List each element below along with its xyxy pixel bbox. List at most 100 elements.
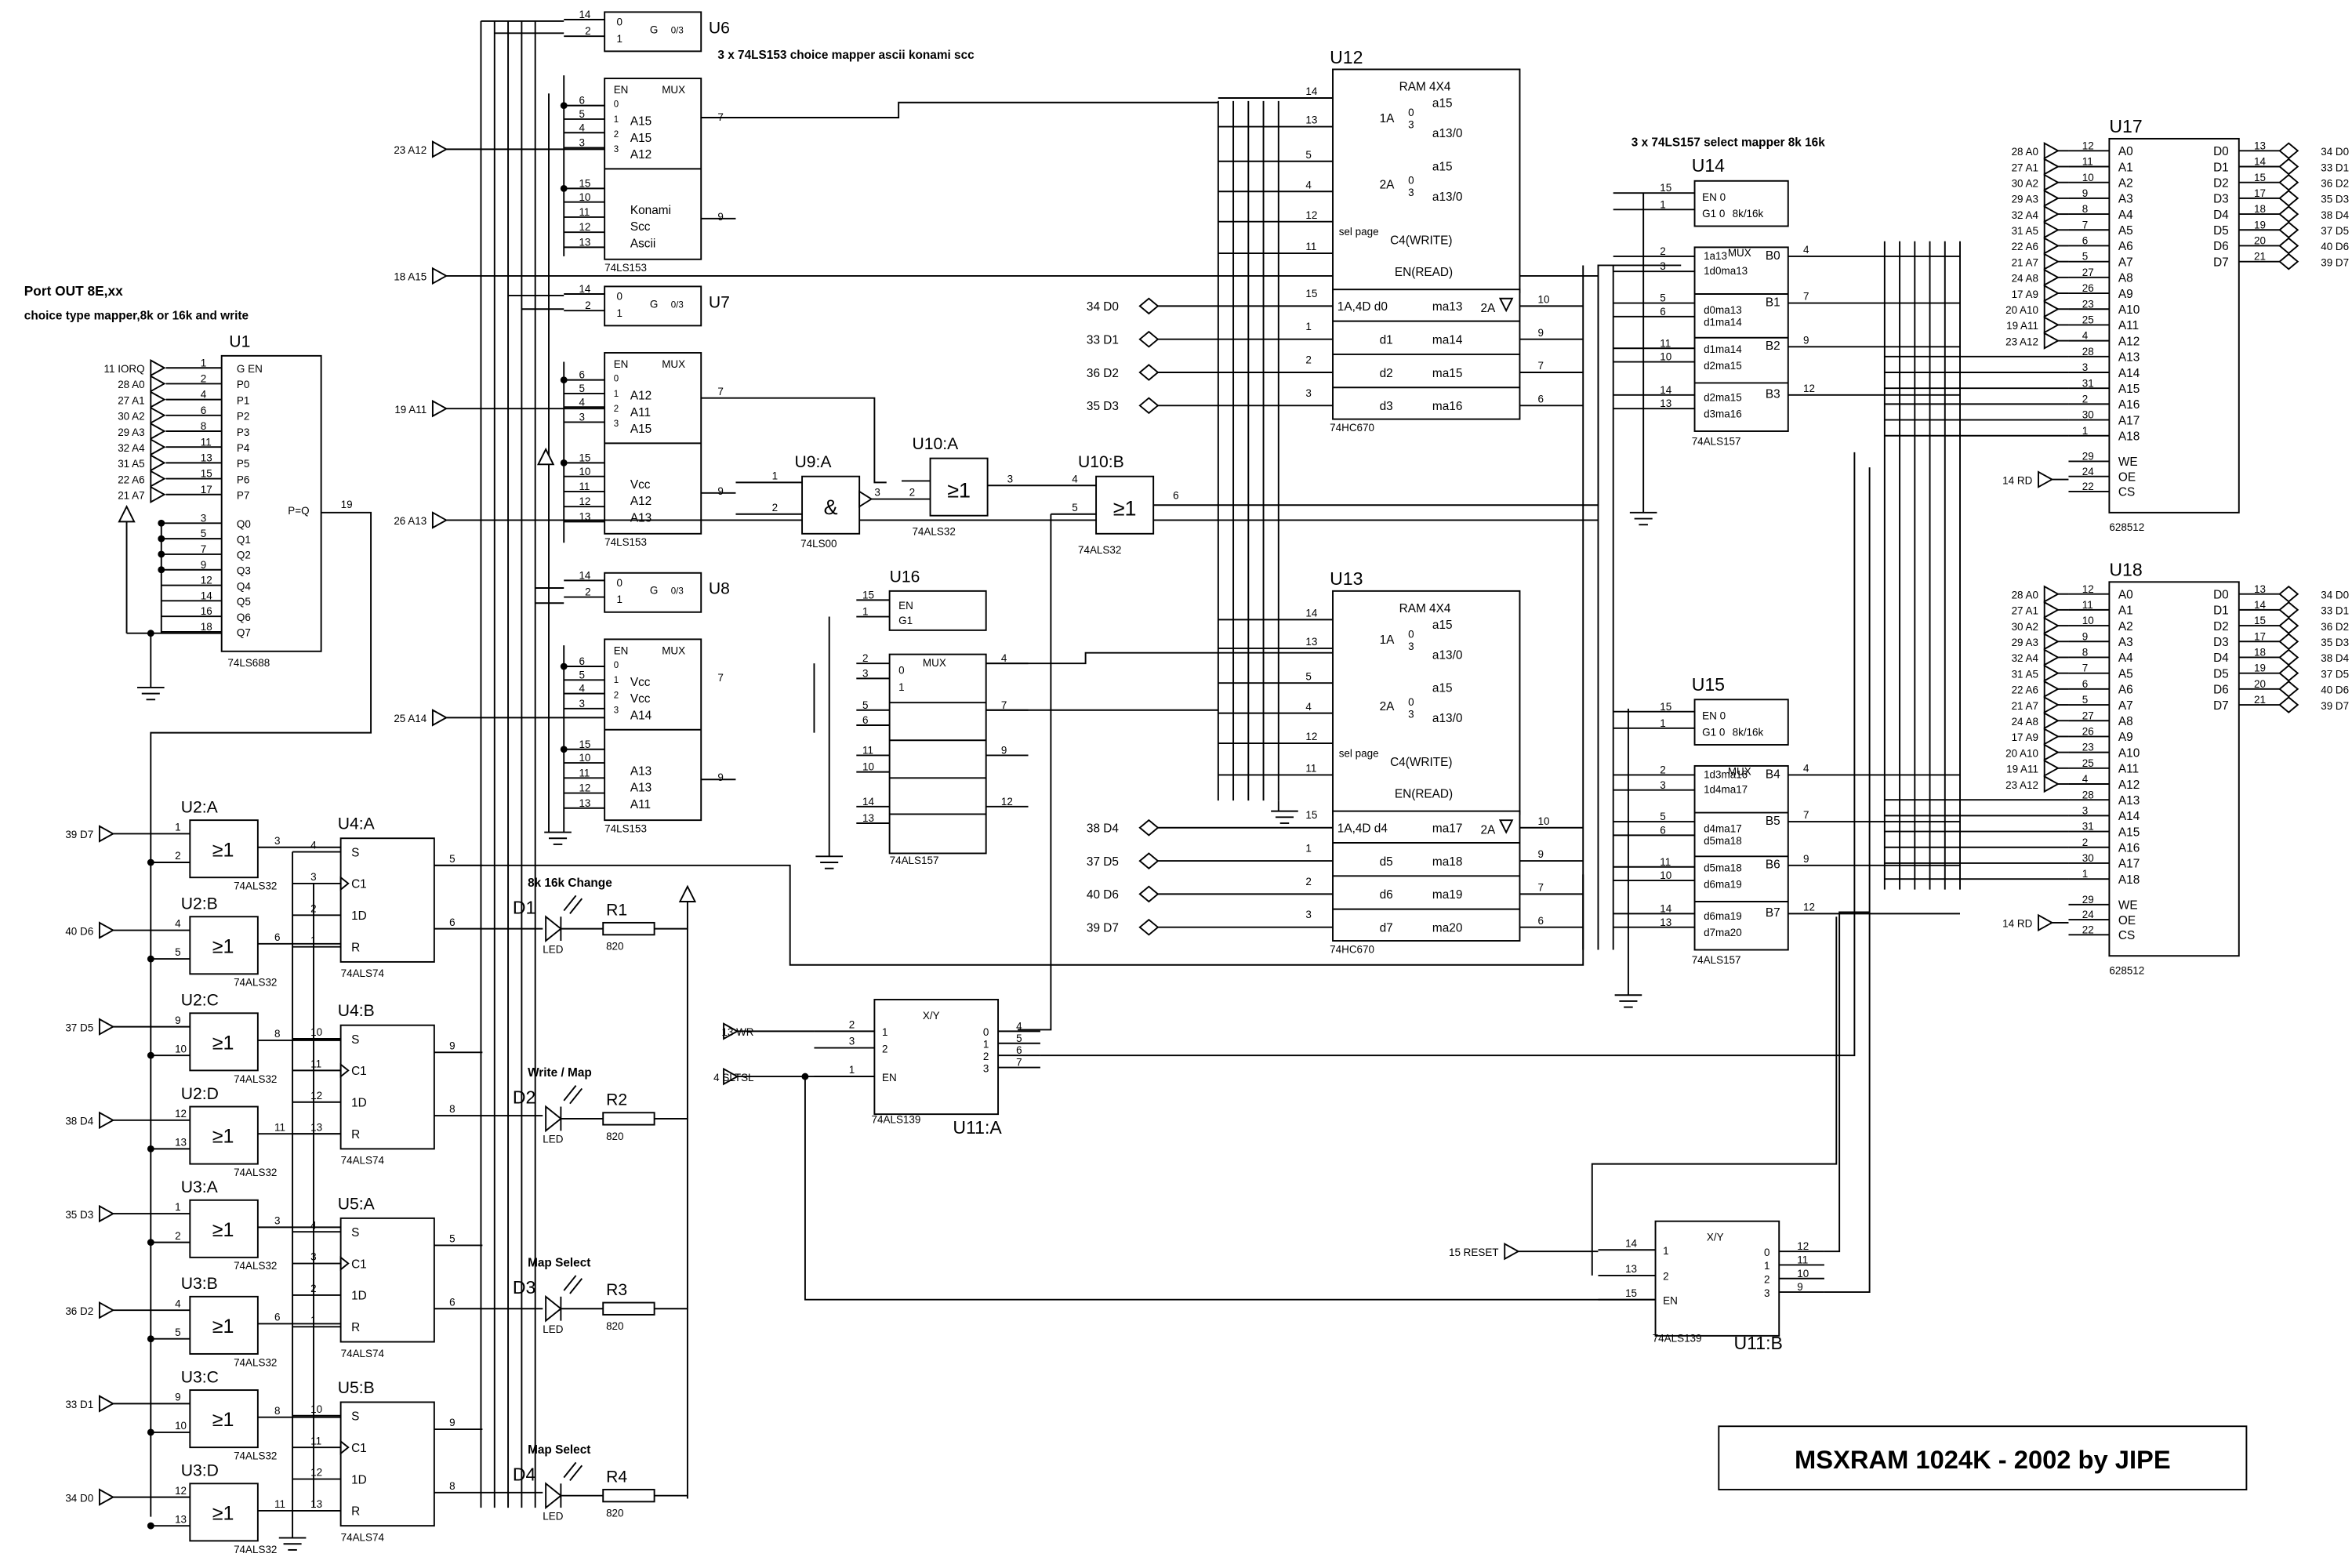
or-ref: U3:A <box>181 1178 219 1196</box>
sram-bus-label: 36 D2 <box>2321 177 2349 189</box>
pin-number: 13 <box>1660 397 1671 409</box>
pin-label: ma18 <box>1432 855 1462 869</box>
or-input-arrow <box>98 1204 115 1223</box>
u1-input-arrow <box>150 390 166 408</box>
junction-dot <box>147 1428 154 1436</box>
pin-number: 8 <box>201 420 206 432</box>
sram-addr-arrow <box>2043 284 2060 303</box>
sram-addr-label: 20 A10 <box>2005 304 2038 316</box>
led-arrow <box>569 1465 583 1482</box>
pin-label: A8 <box>2118 272 2133 285</box>
pin-number: 15 <box>579 177 590 189</box>
pin-number: 2 <box>585 586 590 598</box>
mux-input-arrow <box>431 399 448 418</box>
sram-ref-u17: U17 <box>2109 116 2142 136</box>
or-gate-body <box>189 916 259 975</box>
pin-number: 12 <box>579 221 590 233</box>
pin-number: 5 <box>201 528 206 539</box>
pin-label: 1 <box>614 390 619 399</box>
resistor-body <box>602 1112 655 1126</box>
pin-number: 9 <box>1803 334 1809 346</box>
data-bus-arrow <box>1138 397 1160 415</box>
sel-en-box <box>1693 699 1789 746</box>
sram-part: 628512 <box>2109 521 2144 533</box>
decoder-part: 74ALS139 <box>872 1114 921 1126</box>
pin-number: 9 <box>2082 630 2088 642</box>
ram-part: 74HC670 <box>1330 943 1374 955</box>
sel-part: 74ALS157 <box>1692 954 1741 966</box>
pin-number: 14 <box>1660 384 1671 396</box>
junction-dot <box>147 1145 154 1152</box>
sram-bus-label: 38 D4 <box>2321 652 2349 664</box>
pin-label: MUX <box>1728 765 1751 777</box>
pin-label: C4(WRITE) <box>1390 234 1452 248</box>
pin-label: EN <box>614 645 629 657</box>
pin-number: 13 <box>579 797 590 809</box>
sram-addr-label: 27 A1 <box>2012 162 2038 173</box>
pin-label: A12 <box>2118 779 2140 792</box>
ram-data-input: 34 D0 <box>1087 300 1119 314</box>
pin-label: sel page <box>1339 226 1379 238</box>
u9a-symbol: & <box>824 495 838 519</box>
sram-bus-label: 39 D7 <box>2321 700 2349 712</box>
pin-number: 21 <box>2254 694 2266 706</box>
pin-number: 18 <box>2254 203 2266 215</box>
resistor-ref: R4 <box>606 1468 627 1486</box>
pin-label: a15 <box>1432 682 1453 695</box>
pin-number: 3 <box>579 698 584 710</box>
sram-addr-label: 29 A3 <box>2012 194 2038 205</box>
pin-label: A1 <box>2118 604 2133 618</box>
data-bus-arrow <box>2278 648 2299 666</box>
pin-number: 18 <box>201 621 212 633</box>
u10b-part: 74ALS32 <box>1078 544 1121 556</box>
pin-number: 1 <box>1305 321 1311 332</box>
pin-number: 5 <box>1305 670 1311 682</box>
pin-label: B7 <box>1766 906 1780 920</box>
pin-number: 11 <box>201 436 212 448</box>
pin-number: 19 <box>341 499 353 510</box>
led-arrow <box>563 895 577 912</box>
pin-number: 5 <box>449 1233 455 1245</box>
data-bus-arrow <box>2278 205 2299 223</box>
data-bus-arrow <box>2278 664 2299 682</box>
pin-number: 21 <box>2254 251 2266 263</box>
ram-ref-u12: U12 <box>1330 47 1363 67</box>
pin-label: D7 <box>2213 699 2229 713</box>
pin-number: 15 <box>862 589 874 601</box>
pin-label: G <box>650 585 658 597</box>
pin-number: 11 <box>1305 241 1316 252</box>
u10a-part: 74ALS32 <box>912 526 955 538</box>
u1-input-label: 29 A3 <box>118 426 144 438</box>
led-symbol <box>545 1294 562 1323</box>
sram-addr-arrow <box>2043 316 2060 334</box>
sel-ref-u14: U14 <box>1692 155 1725 176</box>
junction-dot <box>147 1522 154 1530</box>
ram-data-input: 33 D1 <box>1087 333 1119 347</box>
pin-number: 13 <box>1305 636 1317 648</box>
sram-addr-arrow <box>2043 158 2060 176</box>
pin-number: 23 <box>2082 742 2094 753</box>
pin-number: 17 <box>2254 630 2266 642</box>
pin-number: 3 <box>579 412 584 423</box>
pin-label: 0 <box>1764 1247 1769 1258</box>
pin-number: 3 <box>310 871 316 883</box>
pin-label: 0 <box>983 1026 989 1038</box>
pin-number: 13 <box>1625 1263 1637 1275</box>
tri-state-symbol <box>1498 297 1514 313</box>
pin-label: d3ma16 <box>1704 408 1742 420</box>
pin-number: 2 <box>1305 876 1311 887</box>
or-ref: U3:D <box>181 1462 219 1480</box>
pin-number: 9 <box>449 1040 455 1051</box>
pin-label: 0 <box>614 661 619 670</box>
pin-label: 1 <box>882 1026 887 1038</box>
pin-label: ma15 <box>1432 367 1462 380</box>
or-gate-body <box>189 1295 259 1355</box>
u16-body <box>888 653 987 855</box>
decoder-input-arrow <box>1504 1242 1520 1261</box>
pin-number: 6 <box>449 1296 455 1308</box>
pin-number: 15 <box>201 468 212 480</box>
led-arrow <box>563 1461 577 1479</box>
pin-number: 12 <box>579 782 590 794</box>
sram-addr-arrow <box>2043 728 2060 746</box>
mux-part: 74LS153 <box>604 262 647 274</box>
